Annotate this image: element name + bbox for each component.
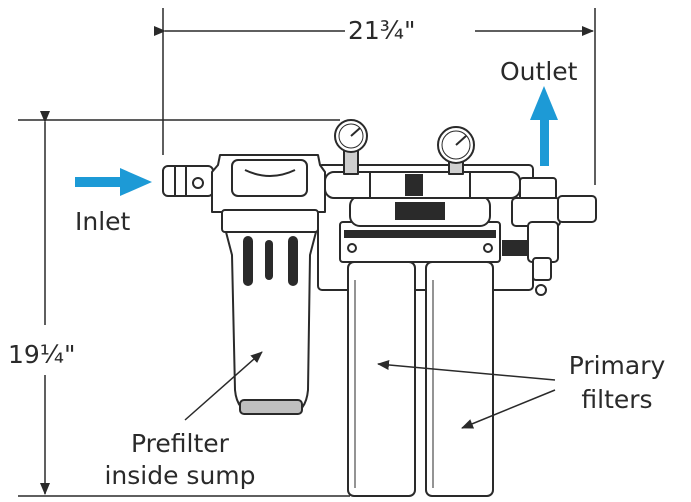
pressure-gauge-left bbox=[334, 119, 368, 175]
outlet-valve bbox=[502, 177, 597, 296]
prefilter-housing bbox=[211, 154, 326, 415]
width-dimension-line bbox=[154, 8, 596, 185]
primary-filters-leader-line-right bbox=[461, 389, 556, 429]
inlet-fitting bbox=[162, 165, 214, 197]
outlet-flow-arrow bbox=[530, 86, 558, 166]
height-dimension-line bbox=[18, 111, 350, 497]
inlet-label: Inlet bbox=[75, 207, 131, 236]
primary-filter-left bbox=[347, 261, 416, 497]
width-dimension-label: 21¾" bbox=[348, 16, 416, 45]
primary-filters-label-line2: filters bbox=[581, 385, 653, 414]
primary-filters-label-line1: Primary bbox=[568, 351, 666, 380]
prefilter-label-line2: inside sump bbox=[104, 461, 256, 490]
prefilter-leader-line bbox=[184, 351, 263, 421]
prefilter-label-line1: Prefilter bbox=[131, 429, 229, 458]
height-dimension-label: 19¼" bbox=[8, 340, 76, 369]
filter-unit-drawing bbox=[162, 119, 597, 497]
primary-filters-leader-line-left bbox=[377, 360, 556, 381]
primary-filter-right bbox=[425, 261, 494, 497]
inlet-flow-arrow bbox=[75, 168, 152, 196]
pressure-gauge-right bbox=[437, 126, 475, 175]
outlet-label: Outlet bbox=[500, 57, 578, 86]
